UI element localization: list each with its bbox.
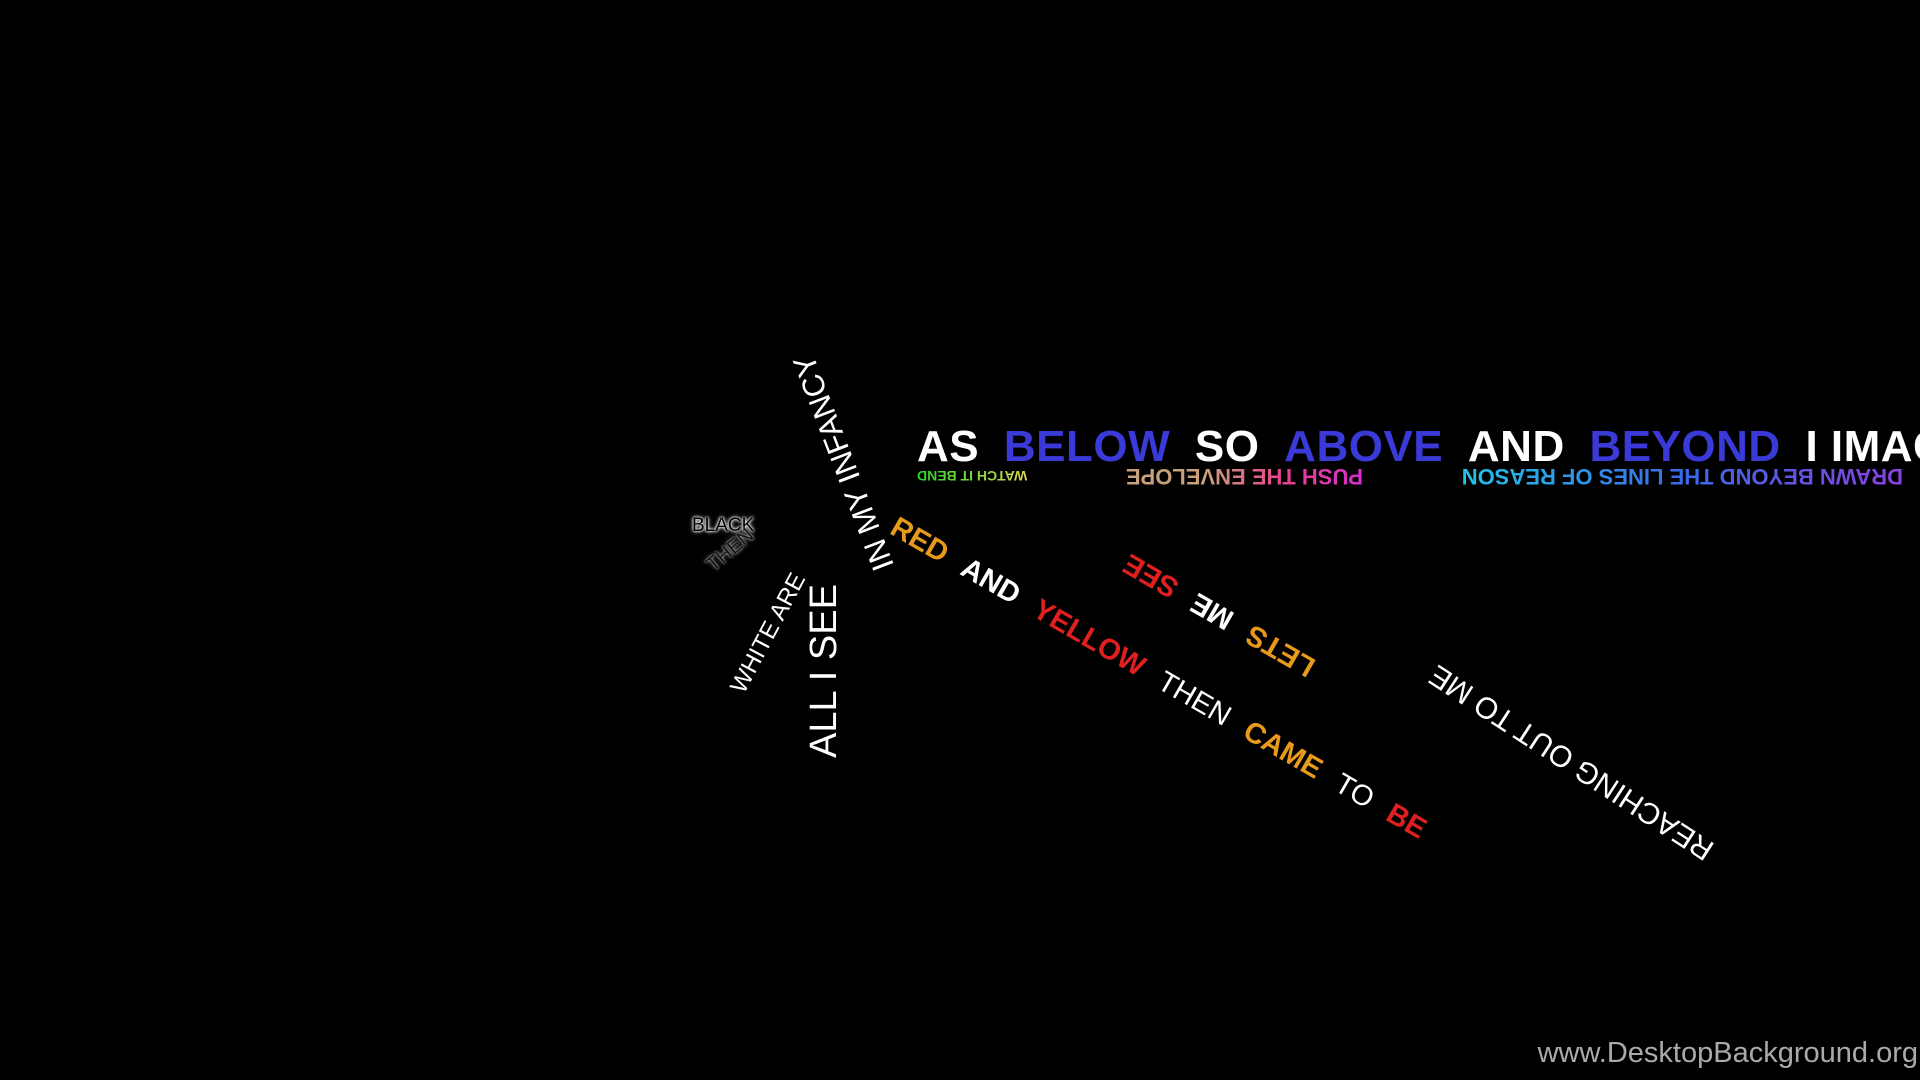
word-white-are: WHITE ARE [725,568,812,698]
word-all-i-see: ALL I SEE [803,584,845,758]
reaching-text: REACHING OUT TO ME [1423,658,1720,867]
headline-word-as: AS [917,422,980,471]
headline-word-below: BELOW [1003,422,1171,471]
reaching-out-line: REACHING OUT TO ME [1415,652,1720,867]
word-be: BE [1380,797,1432,846]
headline-word-i-imagine: I IMAGINE [1805,422,1920,471]
word-yellow: YELLOW [1027,593,1151,684]
word-lets: LETS [1240,617,1321,683]
headline: AS BELOW SO ABOVE AND BEYOND I IMAGINE [917,425,1920,469]
watermark-text: www.DesktopBackground.org [1537,1037,1918,1069]
mirrored-line: DRAWN BEYOND THE LINES OF REASON PUSH TH… [917,463,1903,489]
headline-word-beyond: BEYOND [1589,422,1781,471]
word-me: ME [1185,586,1240,636]
headline-word-and: AND [1467,422,1565,471]
word-then-2: THEN [1152,665,1237,733]
word-to: TO [1329,767,1380,816]
mirror-phrase-drawn-beyond: DRAWN BEYOND THE LINES OF REASON [1461,464,1903,489]
word-see: SEE [1117,547,1185,604]
mirror-phrase-push-envelope: PUSH THE ENVELOPE [1125,464,1364,489]
word-black: BLACK [692,515,755,536]
mirror-phrase-watch-it-bend: WATCH IT BEND [917,468,1028,484]
word-in-my-infancy: IN MY INFANCY [786,349,901,576]
word-and: AND [955,551,1026,612]
word-came: CAME [1237,714,1328,786]
headline-word-so: SO [1194,422,1260,471]
mirror-push-text: PUSH THE ENVELOPE [1125,464,1364,489]
headline-word-above: ABOVE [1284,422,1444,471]
